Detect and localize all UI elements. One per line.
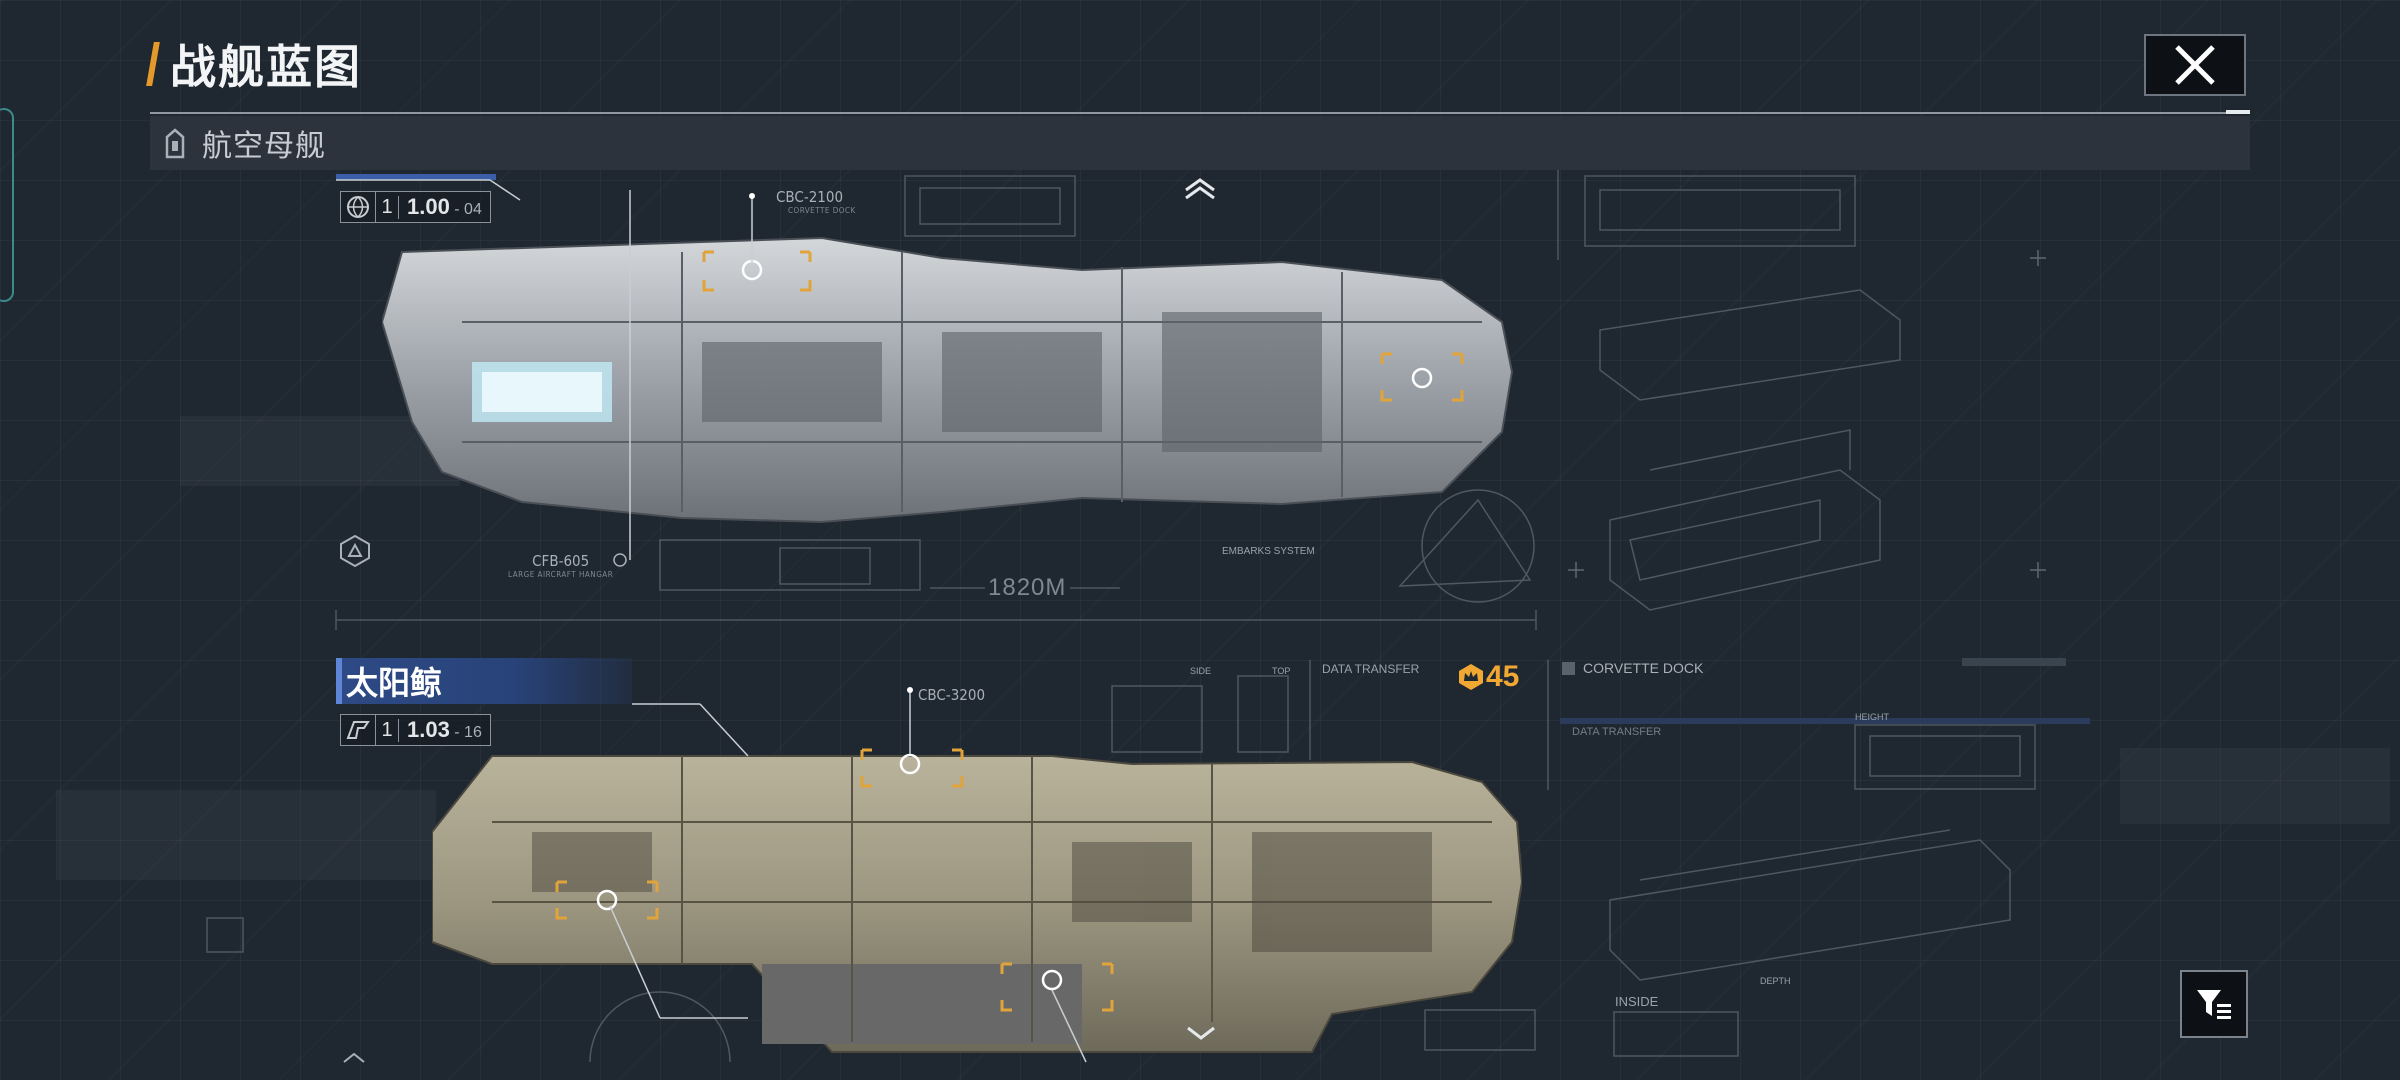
globe-icon (347, 196, 369, 218)
close-icon (2175, 45, 2215, 85)
side-label: SIDE (1190, 666, 1212, 676)
callout-cbc-3200: CBC-3200 (918, 686, 986, 704)
page-title: 战舰蓝图 (146, 38, 362, 93)
ship-2-version: 1.03 - 16 (407, 717, 482, 742)
info-triangle-icon[interactable] (338, 534, 372, 568)
ship-2-level-badge: 45 (1456, 660, 1519, 694)
side-drawer-handle[interactable] (0, 108, 14, 302)
callout-cfb-605: CFB-605 LARGE AIRCRAFT HANGAR (508, 552, 614, 579)
category-bar: 航空母舰 (150, 116, 2250, 170)
height-label: HEIGHT (1855, 712, 1890, 722)
ship-2-level: 45 (1486, 660, 1520, 693)
scroll-up-chevron-icon[interactable] (1182, 176, 1218, 202)
crown-icon (1459, 664, 1483, 690)
filter-button[interactable] (2180, 970, 2248, 1038)
data-transfer-label-2: DATA TRANSFER (1572, 726, 1662, 738)
corvette-dock-marker (1562, 661, 1575, 675)
faint-background-text-block (2120, 748, 2390, 824)
corvette-dock-label: CORVETTE DOCK (1562, 660, 1703, 676)
category-label: 航空母舰 (202, 130, 326, 163)
ship-1-tag-count: 1 (376, 195, 399, 219)
ship-1-version: 1.00 - 04 (407, 194, 482, 219)
scroll-down-chevron-icon[interactable] (1184, 1024, 1218, 1044)
embarks-system-label: EMBARKS SYSTEM (1222, 546, 1315, 557)
data-transfer-label: DATA TRANSFER (1322, 662, 1420, 676)
ship-1-length-label: 1820M (988, 574, 1067, 601)
callout-cbc-2100: CBC-2100 CORVETTE DOCK (776, 188, 856, 215)
top-label: TOP (1272, 666, 1291, 676)
ship-2-version-tag: 1 1.03 - 16 (340, 714, 491, 746)
depth-label: DEPTH (1760, 976, 1791, 986)
page-title-text: 战舰蓝图 (170, 41, 362, 93)
ship-2-name: 太阳鲸 (346, 665, 443, 701)
collapse-up-chevron-icon[interactable] (340, 1050, 368, 1066)
faint-background-text-block (56, 790, 436, 880)
carrier-category-icon (165, 128, 185, 159)
ship-1-blueprint-image[interactable] (382, 222, 1522, 542)
inside-label: INSIDE (1615, 994, 1659, 1009)
ship-1-version-tag: 1 1.00 - 04 (340, 191, 491, 223)
ship-2-name-banner: 太阳鲸 (336, 658, 632, 704)
header-divider-cap (2226, 110, 2250, 114)
ship-2-blueprint-image[interactable] (432, 742, 1522, 1062)
ship-2-tag-count: 1 (376, 718, 399, 742)
ship-1-accent-bar (336, 174, 496, 180)
faint-background-text-block (180, 416, 460, 486)
manufacturer-logo-icon (346, 721, 370, 739)
header-divider (150, 112, 2250, 114)
filter-icon (2197, 990, 2231, 1019)
close-button[interactable] (2144, 34, 2246, 96)
